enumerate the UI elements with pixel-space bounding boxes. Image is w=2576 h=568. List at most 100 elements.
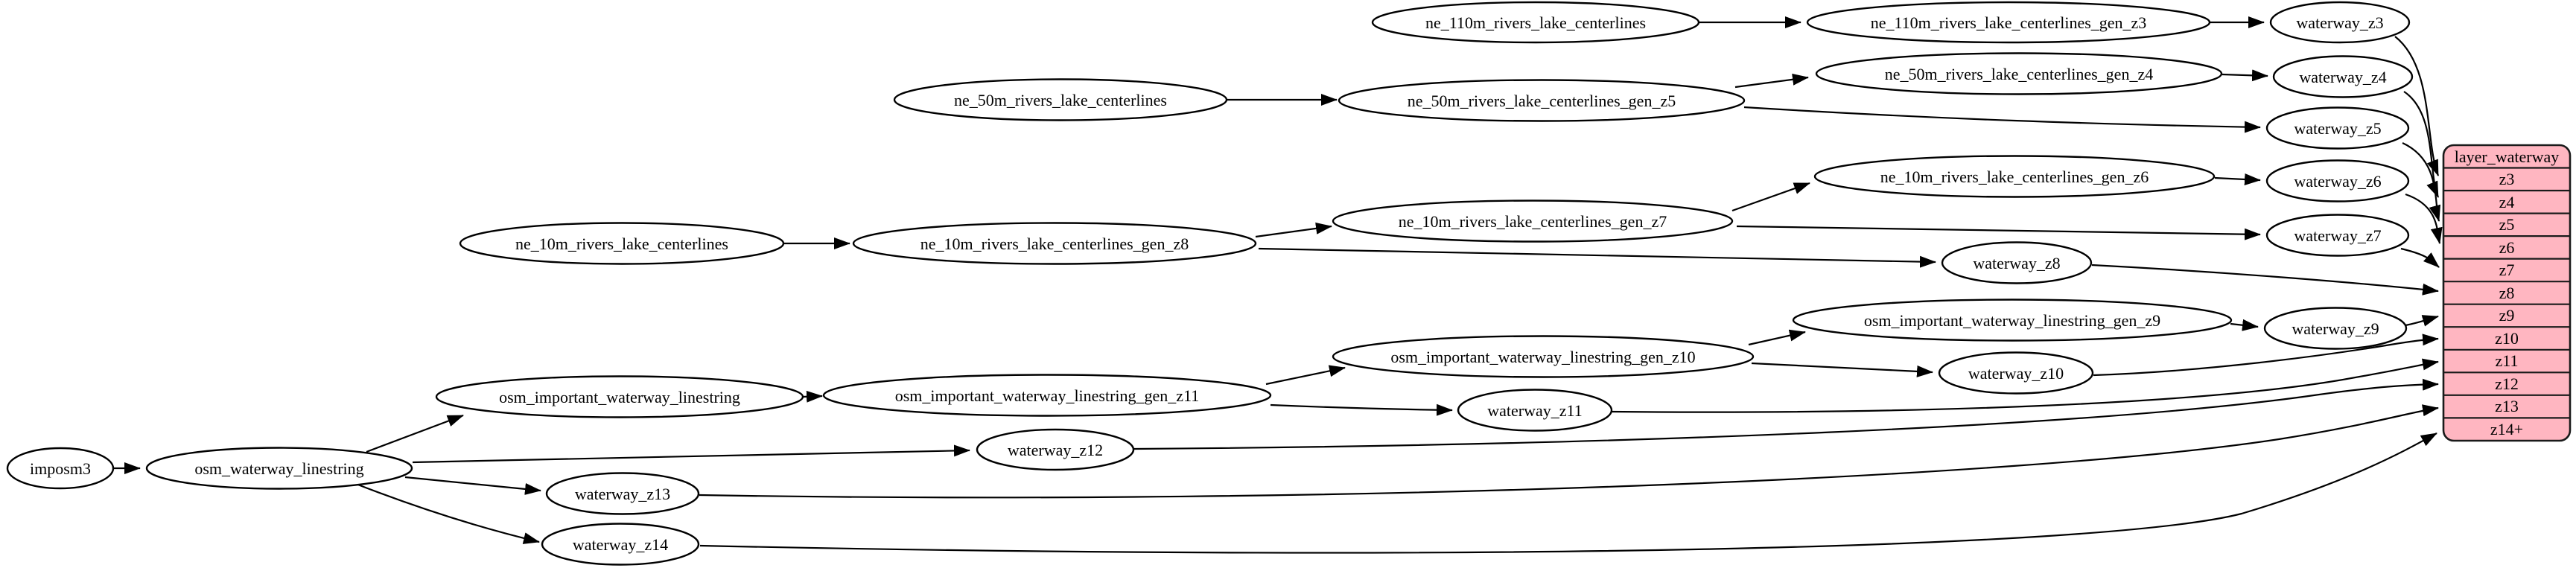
edge-osm_waterway_linestring-to-waterway_z13 [404,476,541,495]
node-waterway_z13-label: waterway_z13 [575,485,670,503]
layer-waterway-row-z11: z11 [2496,351,2519,370]
layer-waterway-row-z13: z13 [2495,397,2519,415]
node-ne_10m_rivers_lake_centerlines_gen_z7-label: ne_10m_rivers_lake_centerlines_gen_z7 [1399,212,1667,231]
node-waterway_z5-shape [2265,106,2410,150]
node-imposm3: imposm3 [6,447,115,490]
layer-waterway-row-z6: z6 [2499,238,2515,257]
node-osm_important_waterway_linestring_gen_z11: osm_important_waterway_linestring_gen_z1… [822,374,1272,417]
node-waterway_z11-label: waterway_z11 [1487,401,1582,420]
edge-osm_waterway_linestring-to-waterway_z12 [412,444,970,464]
node-waterway_z11-shape [1457,389,1613,432]
node-waterway_z10-shape [1938,351,2094,395]
layer-waterway-row-z14plus: z14+ [2490,420,2523,438]
node-osm_important_waterway_linestring_gen_z11-shape [822,374,1272,417]
edge-osm_waterway_linestring-to-osm_important_waterway_linestring [366,414,464,453]
node-ne_110m_rivers_lake_centerlines: ne_110m_rivers_lake_centerlines [1371,1,1700,44]
node-waterway_z4-label: waterway_z4 [2299,68,2386,86]
node-osm_important_waterway_linestring_gen_z9-shape [1792,299,2233,342]
edge-layer [114,16,2443,554]
node-ne_110m_rivers_lake_centerlines-shape [1371,1,1700,44]
edge-waterway_z14-to-row-z14plus [699,433,2437,554]
node-ne_10m_rivers_lake_centerlines_gen_z7: ne_10m_rivers_lake_centerlines_gen_z7 [1332,200,1734,243]
node-waterway_z9: waterway_z9 [2263,307,2408,350]
node-waterway_z10: waterway_z10 [1938,351,2094,395]
edge-waterway_z7-to-row-z7 [2400,247,2440,268]
node-osm_important_waterway_linestring_gen_z10: osm_important_waterway_linestring_gen_z1… [1332,335,1755,378]
node-waterway_z7: waterway_z7 [2265,214,2410,257]
layer-waterway-table: layer_waterway z3 z4 z5 z6 z7 z8 z9 z10 … [2442,144,2572,442]
node-waterway_z7-shape [2265,214,2410,257]
node-ne_50m_rivers_lake_centerlines: ne_50m_rivers_lake_centerlines [893,78,1228,121]
node-waterway_z6-shape [2265,159,2410,202]
node-waterway_z5: waterway_z5 [2265,106,2410,150]
layer-waterway-row-z4: z4 [2499,193,2515,211]
node-waterway_z3-label: waterway_z3 [2296,13,2383,32]
node-ne_110m_rivers_lake_centerlines_gen_z3-label: ne_110m_rivers_lake_centerlines_gen_z3 [1871,13,2147,32]
node-osm_waterway_linestring: osm_waterway_linestring [145,447,413,490]
node-osm_important_waterway_linestring: osm_important_waterway_linestring [435,375,804,418]
node-ne_50m_rivers_lake_centerlines_gen_z4: ne_50m_rivers_lake_centerlines_gen_z4 [1815,52,2223,95]
node-ne_10m_rivers_lake_centerlines_gen_z8-label: ne_10m_rivers_lake_centerlines_gen_z8 [920,234,1189,253]
edge-gen_z11-to-gen_z10 [1265,365,1346,386]
edge-waterway_z3-to-row-z3 [2394,36,2440,176]
node-ne_10m_rivers_lake_centerlines_gen_z6: ne_10m_rivers_lake_centerlines_gen_z6 [1813,155,2216,198]
edge-waterway_z11-to-row-z11 [1611,358,2439,413]
node-osm_important_waterway_linestring_gen_z10-shape [1332,335,1755,378]
node-ne_10m_rivers_lake_centerlines: ne_10m_rivers_lake_centerlines [459,222,785,265]
node-waterway_z9-label: waterway_z9 [2292,319,2379,338]
node-waterway_z8: waterway_z8 [1941,241,2093,284]
edge-osm_important_waterway_linestring-to-gen_z11 [802,390,823,403]
node-ne_10m_rivers_lake_centerlines-label: ne_10m_rivers_lake_centerlines [515,234,728,253]
edge-waterway_z5-to-row-z5 [2402,142,2441,222]
node-osm_important_waterway_linestring_gen_z9-label: osm_important_waterway_linestring_gen_z9 [1864,311,2160,330]
node-osm_important_waterway_linestring_gen_z9: osm_important_waterway_linestring_gen_z9 [1792,299,2233,342]
node-ne_50m_rivers_lake_centerlines_gen_z4-label: ne_50m_rivers_lake_centerlines_gen_z4 [1885,65,2153,83]
node-waterway_z6-label: waterway_z6 [2294,172,2381,191]
node-imposm3-shape [6,447,115,490]
node-waterway_z9-shape [2263,307,2408,350]
layer-waterway-row-z3: z3 [2499,170,2515,188]
node-ne_110m_rivers_lake_centerlines_gen_z3: ne_110m_rivers_lake_centerlines_gen_z3 [1806,1,2211,44]
node-waterway_z6: waterway_z6 [2265,159,2410,202]
node-waterway_z13: waterway_z13 [545,472,700,515]
node-ne_50m_rivers_lake_centerlines_gen_z4-shape [1815,52,2223,95]
edge-gen_z8-to-waterway_z8 [1258,247,1936,268]
node-ne_10m_rivers_lake_centerlines_gen_z6-shape [1813,155,2216,198]
node-waterway_z8-shape [1941,241,2093,284]
edge-gen_z11-to-waterway_z11 [1270,403,1453,416]
edge-gen_z9-to-waterway_z9 [2230,319,2259,331]
node-osm_waterway_linestring-shape [145,447,413,490]
node-ne_10m_rivers_lake_centerlines-shape [459,222,785,265]
node-osm_important_waterway_linestring-label: osm_important_waterway_linestring [499,388,740,406]
layer-waterway-row-z12: z12 [2495,374,2519,393]
node-ne_110m_rivers_lake_centerlines-label: ne_110m_rivers_lake_centerlines [1425,13,1646,32]
layer-waterway-table-box [2442,144,2572,442]
node-waterway_z12: waterway_z12 [976,428,1135,471]
node-osm_important_waterway_linestring_gen_z11-label: osm_important_waterway_linestring_gen_z1… [895,386,1200,405]
node-waterway_z7-label: waterway_z7 [2294,226,2381,245]
layer-waterway-row-z10: z10 [2495,329,2519,348]
node-ne_50m_rivers_lake_centerlines_gen_z5-shape [1338,79,1746,122]
node-waterway_z14-shape [541,523,700,566]
node-waterway_z3-shape [2269,1,2411,44]
edge-waterway_z10-to-row-z10 [2093,334,2439,377]
node-ne_50m_rivers_lake_centerlines-shape [893,78,1228,121]
layer-waterway-row-z8: z8 [2499,284,2515,302]
node-osm_important_waterway_linestring-shape [435,375,804,418]
edge-waterway_z6-to-row-z6 [2405,193,2443,244]
node-waterway_z12-shape [976,428,1135,471]
edge-gen_z4-to-waterway_z4 [2222,69,2268,82]
edge-waterway_z8-to-row-z8 [2091,264,2439,296]
node-waterway_z10-label: waterway_z10 [1968,364,2064,383]
edge-waterway_z9-to-row-z9 [2405,315,2439,327]
edge-gen_z5-to-gen_z4 [1734,73,1809,89]
node-waterway_z12-label: waterway_z12 [1008,441,1103,459]
node-waterway_z4-shape [2272,55,2414,98]
node-imposm3-label: imposm3 [30,459,91,478]
edge-gen_z5-to-waterway_z5 [1743,106,2261,133]
node-osm_important_waterway_linestring_gen_z10-label: osm_important_waterway_linestring_gen_z1… [1390,348,1695,366]
node-ne_10m_rivers_lake_centerlines_gen_z8: ne_10m_rivers_lake_centerlines_gen_z8 [852,222,1257,265]
node-waterway_z14: waterway_z14 [541,523,700,566]
